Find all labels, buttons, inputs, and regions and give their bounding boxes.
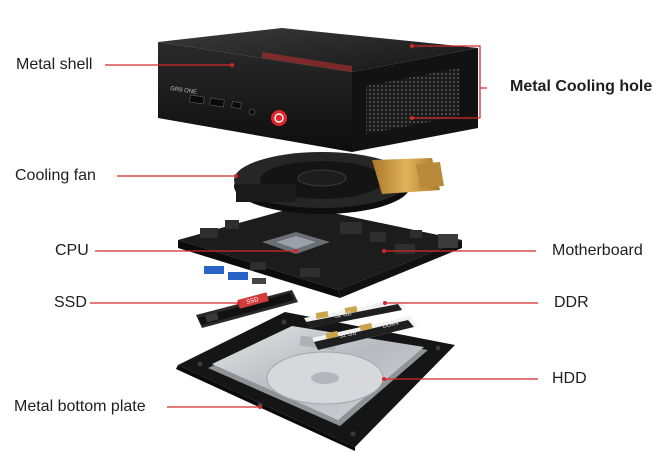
leader-metal-cooling-hole [412,45,487,89]
ram-size-label-2: 32 GB [339,331,357,340]
ram-brand-label-1: DDR4 [371,301,389,310]
cpu-chip [262,232,330,254]
ram-brand-label-2: DDR4 [382,321,400,330]
label-ddr: DDR [554,294,589,311]
ram-stick-1: 32 GB DDR4 [304,300,406,328]
ddr-memory-modules: 32 GB DDR4 32 GB DDR4 [304,300,418,350]
label-motherboard: Motherboard [552,242,643,259]
front-model-label: GR9 ONE [170,86,198,96]
label-ssd: SSD [54,294,87,311]
leader-lines [90,44,538,409]
label-hdd: HDD [552,370,587,387]
ssd-module: SSD [196,290,298,328]
hdd-drive [208,326,428,426]
label-metal-bottom-plate: Metal bottom plate [14,398,146,415]
cooling-fan [234,152,444,214]
label-metal-shell: Metal shell [16,56,93,73]
motherboard [178,206,462,298]
ram-stick-2: 32 GB DDR4 [312,316,418,350]
ssd-chip-label: SSD [246,297,260,306]
label-metal-cooling-hole: Metal Cooling hole [510,78,653,95]
power-button [271,110,287,126]
label-cpu: CPU [55,242,89,259]
label-cooling-fan: Cooling fan [15,167,96,184]
metal-shell-chassis: GR9 ONE [158,28,478,152]
ram-size-label-1: 32 GB [334,311,352,320]
